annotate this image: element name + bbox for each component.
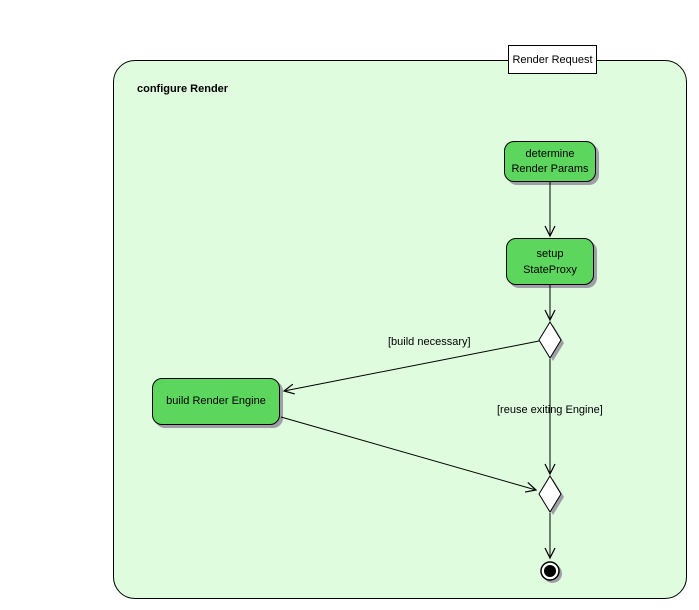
activity-setup-stateproxy: setup StateProxy <box>506 238 594 285</box>
guard-reuse-exiting-engine: [reuse exiting Engine] <box>497 404 603 416</box>
render-request-node: Render Request <box>508 45 597 74</box>
activity-determine-render-params: determine Render Params <box>504 141 596 182</box>
guard-build-necessary: [build necessary] <box>388 336 471 348</box>
activity-frame <box>113 60 687 599</box>
activity-build-render-engine: build Render Engine <box>152 378 280 425</box>
frame-title: configure Render <box>137 83 229 95</box>
